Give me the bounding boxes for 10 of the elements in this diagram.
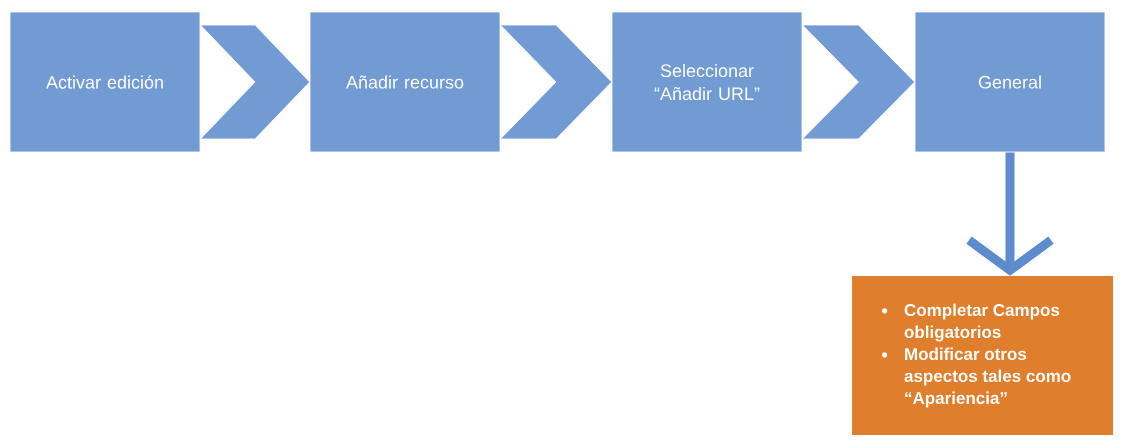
- chevron-arrow: [200, 24, 310, 140]
- step-box: General: [914, 11, 1106, 153]
- step-box: Activar edición: [9, 11, 201, 153]
- chevron-arrow: [500, 24, 612, 140]
- list-item: Modificar otros aspectos tales como “Apariencia”: [904, 347, 1071, 408]
- step-box: Añadir recurso: [309, 11, 501, 153]
- list-item: Completar Campos obligatorios: [904, 303, 1060, 342]
- note-box: [852, 276, 1113, 435]
- chevron-arrow: [802, 24, 915, 140]
- step-box: Seleccionar “Añadir URL”: [611, 11, 803, 153]
